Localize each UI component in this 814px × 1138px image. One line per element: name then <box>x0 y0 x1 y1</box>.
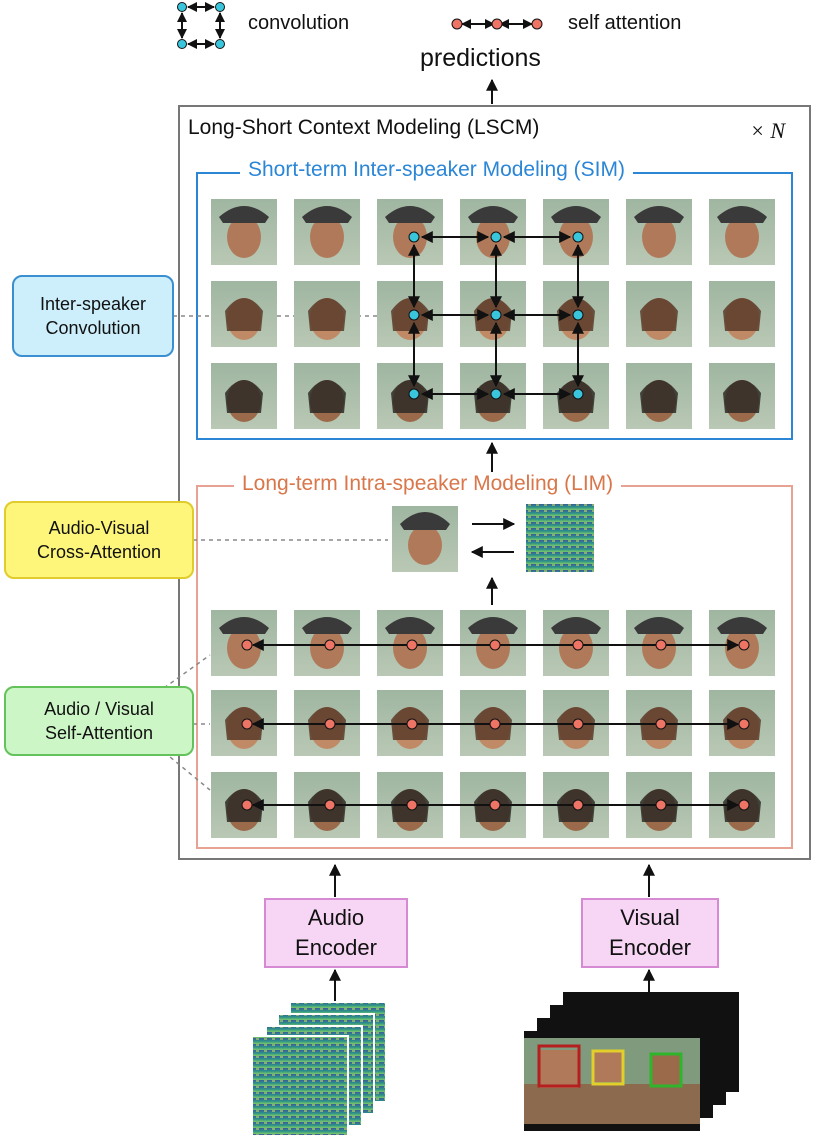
conv-node <box>408 388 420 400</box>
attention-node <box>241 799 253 811</box>
sim-face-r2-c2 <box>294 281 360 347</box>
sim-face-r1-c7 <box>709 199 775 265</box>
sim-face-r3-c6 <box>626 363 692 429</box>
visual-encoder-line2: Encoder <box>609 935 691 960</box>
repeat-label: × N <box>750 118 786 143</box>
legend-self-attention-icon <box>451 18 543 30</box>
attention-node <box>738 639 750 651</box>
attention-node <box>655 799 667 811</box>
self-attention-line1: Audio / Visual <box>44 699 154 719</box>
lscm-title: Long-Short Context Modeling (LSCM) <box>188 116 540 139</box>
attention-node <box>738 799 750 811</box>
attention-node <box>241 718 253 730</box>
audio-encoder-box: Audio Encoder <box>264 898 408 968</box>
predictions-label: predictions <box>420 44 541 72</box>
attention-node <box>406 639 418 651</box>
sim-face-r2-c7 <box>709 281 775 347</box>
sim-face-r1-c6 <box>626 199 692 265</box>
attention-node <box>572 639 584 651</box>
attention-node <box>489 639 501 651</box>
conv-node <box>572 388 584 400</box>
sim-face-r1-c1 <box>211 199 277 265</box>
attention-node <box>655 639 667 651</box>
visual-input-frame-stack <box>524 992 739 1131</box>
sim-face-r3-c2 <box>294 363 360 429</box>
connector-self-attention-1 <box>163 654 211 689</box>
connector-self-attention-3 <box>163 751 211 791</box>
sim-face-r3-c7 <box>709 363 775 429</box>
self-attention-box: Audio / Visual Self-Attention <box>4 686 194 756</box>
conv-node <box>572 309 584 321</box>
conv-node <box>572 231 584 243</box>
legend-self-attention-label: self attention <box>568 12 682 34</box>
legend-convolution-label: convolution <box>248 12 350 34</box>
sim-face-r2-c6 <box>626 281 692 347</box>
legend-convolution-icon <box>177 2 225 49</box>
inter-speaker-line2: Convolution <box>45 318 141 338</box>
attention-node <box>572 718 584 730</box>
visual-encoder-box: Visual Encoder <box>581 898 719 968</box>
attention-node <box>324 639 336 651</box>
sim-face-r1-c4 <box>460 199 526 265</box>
audio-encoder-line2: Encoder <box>295 935 377 960</box>
audio-encoder-line1: Audio <box>307 905 365 930</box>
sim-face-r2-c1 <box>211 281 277 347</box>
sim-face-r1-c3 <box>377 199 443 265</box>
lscm-box <box>178 105 811 860</box>
sim-face-r1-c2 <box>294 199 360 265</box>
attention-node <box>241 639 253 651</box>
lim-title: Long-term Intra-speaker Modeling (LIM) <box>234 472 622 496</box>
attention-node <box>324 718 336 730</box>
audio-input-spectrogram-stack <box>251 1001 387 1137</box>
conv-node <box>408 309 420 321</box>
conv-node <box>490 231 502 243</box>
cross-attention-box: Audio-Visual Cross-Attention <box>4 501 194 579</box>
cross-attention-spectrogram <box>526 504 594 572</box>
conv-node <box>408 231 420 243</box>
sim-face-r3-c1 <box>211 363 277 429</box>
attention-node <box>324 799 336 811</box>
cross-attention-line1: Audio-Visual <box>48 518 150 538</box>
conv-node <box>490 309 502 321</box>
attention-node <box>489 799 501 811</box>
inter-speaker-convolution-box: Inter-speaker Convolution <box>12 275 174 357</box>
attention-node <box>572 799 584 811</box>
attention-node <box>655 718 667 730</box>
visual-encoder-line1: Visual <box>620 905 680 930</box>
attention-node <box>406 799 418 811</box>
attention-node <box>489 718 501 730</box>
conv-node <box>490 388 502 400</box>
cross-attention-face-thumbnail <box>392 506 458 572</box>
attention-node <box>406 718 418 730</box>
cross-attention-line2: Cross-Attention <box>36 542 162 562</box>
attention-node <box>738 718 750 730</box>
self-attention-line2: Self-Attention <box>44 723 154 743</box>
sim-title: Short-term Inter-speaker Modeling (SIM) <box>240 158 633 182</box>
inter-speaker-line1: Inter-speaker <box>39 294 147 314</box>
